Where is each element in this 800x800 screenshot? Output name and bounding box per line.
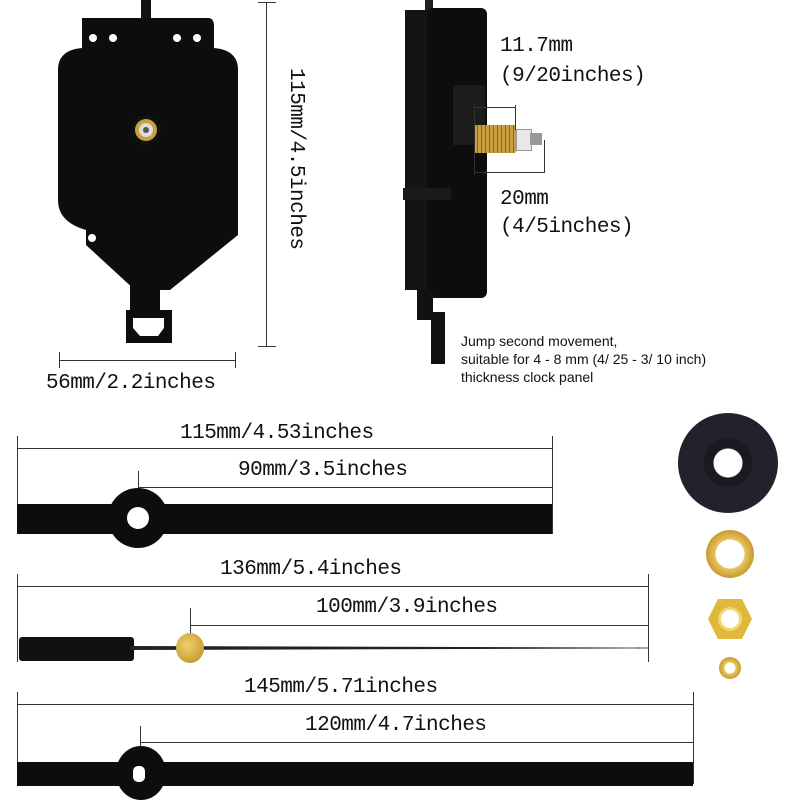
minute-total-dim [17,704,693,705]
dim-tick [235,352,236,368]
note-line: thickness clock panel [461,369,594,385]
hour-tip-dim [138,487,552,488]
shaft-tip [530,133,542,145]
thread-length-in: (9/20inches) [500,65,646,88]
shaft-length-label: 20mm (4/5inches) [500,186,634,242]
dim-tick [474,105,475,175]
dim-tick [648,574,649,662]
movement-front-view [50,0,250,350]
brass-washer-icon [706,530,754,578]
second-hand-counterweight [19,637,134,661]
second-hand [130,646,648,650]
hour-hand [17,504,552,534]
dim-tick [544,140,545,173]
minute-tip-dim [140,742,693,743]
minute-total-label: 145mm/5.71inches [244,676,438,699]
hex-nut-icon [708,599,752,639]
hour-total-dim [17,448,552,449]
thread-length-label: 11.7mm (9/20inches) [500,32,646,92]
second-total-dim [17,586,648,587]
minute-tip-label: 120mm/4.7inches [305,714,487,737]
clock-movement-side-icon [403,0,487,364]
shaft-length-in: (4/5inches) [500,216,634,239]
dim-tick [258,346,276,347]
second-tip-label: 100mm/3.9inches [316,596,498,619]
movement-side-view [395,0,555,370]
dim-tick [17,574,18,662]
width-label: 56mm/2.2inches [46,372,216,395]
dim-line [474,172,544,173]
small-washer-icon [719,657,741,679]
second-total-label: 136mm/5.4inches [220,558,402,581]
clock-movement-icon [58,0,238,343]
note-line: Jump second movement, [461,333,618,349]
thread-length-mm: 11.7mm [500,35,573,58]
second-hand-hub [176,633,204,663]
dim-line [474,107,515,108]
dim-tick [17,692,18,784]
second-tip-dim [190,625,648,626]
dim-tick [17,436,18,534]
dim-tick [552,436,553,534]
dim-tick [515,105,516,130]
movement-note: Jump second movement, suitable for 4 - 8… [461,332,706,386]
dim-tick [258,2,276,3]
dim-tick [693,692,694,784]
width-dimension-line [59,360,235,361]
dim-tick [59,352,60,368]
hour-hand-hole [127,507,149,529]
height-label: 115mm/4.5inches [284,68,307,250]
hour-tip-label: 90mm/3.5inches [238,459,408,482]
height-dimension-line [266,2,267,347]
rubber-gasket-icon [678,413,778,513]
minute-hand-hole [133,766,145,782]
threaded-shaft [474,125,516,153]
note-line: suitable for 4 - 8 mm (4/ 25 - 3/ 10 inc… [461,351,707,367]
shaft-length-mm: 20mm [500,188,549,211]
hour-total-label: 115mm/4.53inches [180,422,374,445]
